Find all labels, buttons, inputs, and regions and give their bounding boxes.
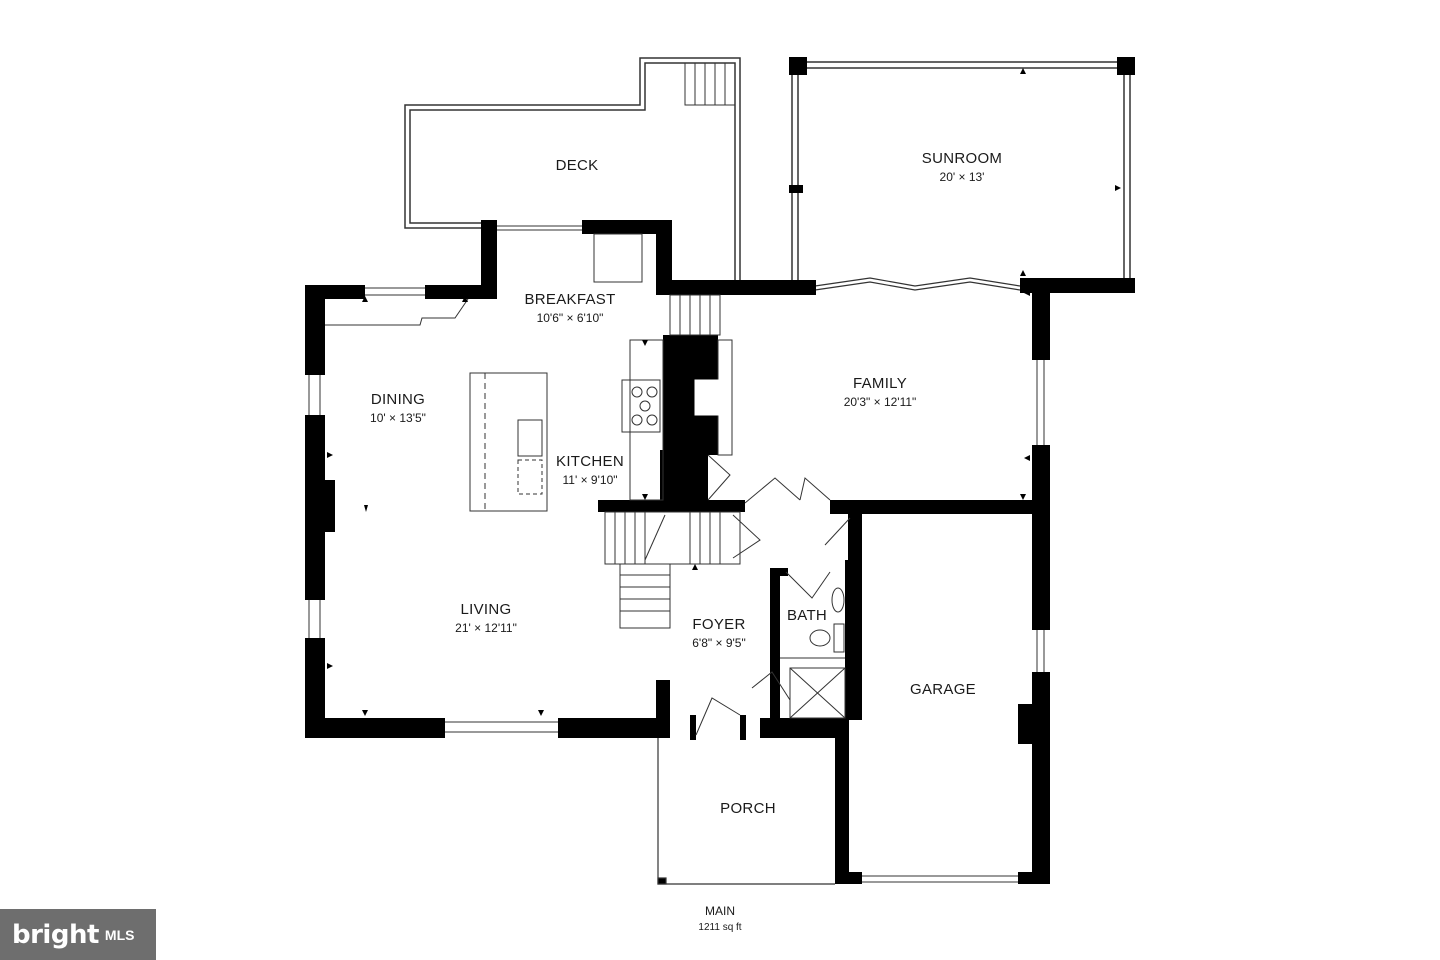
floor-name: MAIN: [705, 904, 735, 918]
room-name: SUNROOM: [921, 150, 1003, 167]
room-dimensions: 11' × 9'10": [562, 473, 618, 487]
room-label-foyer: FOYER 6'8" × 9'5": [692, 616, 745, 650]
floor-area: 1211 sq ft: [698, 922, 742, 933]
stairs: [604, 294, 741, 629]
sunroom-outline: [789, 57, 1135, 291]
room-name: DINING: [370, 391, 426, 408]
windows: [308, 225, 1045, 883]
room-dimensions: 10' × 13'5": [370, 411, 426, 425]
room-name: PORCH: [720, 800, 776, 817]
room-name: BATH: [786, 607, 828, 624]
room-name: DECK: [555, 157, 599, 174]
deck-stairs: [684, 62, 736, 106]
room-label-family: FAMILY 20'3" × 12'11": [844, 375, 917, 409]
walls: [305, 220, 1135, 884]
room-label-breakfast: BREAKFAST 10'6" × 6'10": [524, 291, 615, 325]
floor-caption: MAIN 1211 sq ft: [698, 902, 741, 933]
logo-suffix: MLS: [104, 926, 135, 943]
markers: [327, 68, 1121, 716]
room-name: FAMILY: [852, 375, 908, 392]
doors: [695, 454, 851, 736]
room-label-deck: DECK: [556, 157, 599, 175]
room-dimensions: 21' × 12'11": [455, 621, 517, 635]
room-label-porch: PORCH: [720, 800, 776, 818]
room-dimensions: 6'8" × 9'5": [692, 636, 746, 650]
room-name: LIVING: [460, 601, 512, 618]
room-name: KITCHEN: [556, 453, 624, 470]
porch-outline: [657, 738, 835, 885]
room-label-sunroom: SUNROOM 20' × 13': [922, 150, 1002, 184]
room-name: GARAGE: [910, 681, 976, 698]
room-label-living: LIVING 21' × 12'11": [455, 601, 517, 635]
bath-fixtures: [780, 587, 846, 719]
room-name: FOYER: [692, 616, 746, 633]
logo-brand: bright: [12, 919, 99, 950]
room-dimensions: 20'3" × 12'11": [843, 395, 917, 409]
room-label-garage: GARAGE: [910, 681, 976, 699]
room-label-kitchen: KITCHEN 11' × 9'10": [556, 453, 624, 487]
room-label-bath: BATH: [787, 607, 827, 625]
room-label-dining: DINING 10' × 13'5": [370, 391, 426, 425]
bright-mls-logo: bright MLS: [0, 909, 156, 960]
room-name: BREAKFAST: [524, 291, 616, 308]
room-dimensions: 20' × 13': [939, 170, 985, 184]
room-dimensions: 10'6" × 6'10": [536, 311, 604, 325]
